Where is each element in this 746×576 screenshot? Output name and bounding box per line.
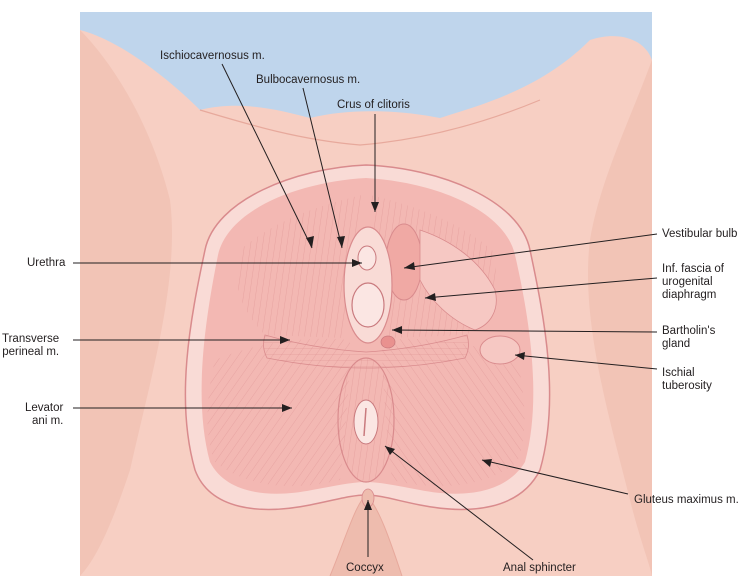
ischial-tuberosity: [480, 336, 520, 364]
label-levator-ani: Levator ani m.: [25, 402, 63, 428]
label-bartholin: Bartholin's gland: [662, 325, 715, 351]
urethral-opening: [358, 246, 376, 270]
label-coccyx: Coccyx: [346, 562, 384, 575]
label-vestibular-bulb: Vestibular bulb: [662, 228, 737, 241]
label-anal-sphincter: Anal sphincter: [503, 562, 576, 575]
label-urethra: Urethra: [27, 257, 65, 270]
label-transverse-perineal: Transverse perineal m.: [2, 333, 59, 359]
label-inf-fascia: Inf. fascia of urogenital diaphragm: [662, 263, 724, 302]
vaginal-opening: [352, 283, 384, 327]
bartholin-gland: [381, 336, 395, 348]
label-ischial-tuberosity: Ischial tuberosity: [662, 367, 712, 393]
anal-opening: [354, 400, 378, 444]
label-bulbocavernosus: Bulbocavernosus m.: [256, 74, 360, 87]
label-crus-clitoris: Crus of clitoris: [337, 99, 410, 112]
label-gluteus-maximus: Gluteus maximus m.: [634, 494, 739, 507]
label-ischiocavernosus: Ischiocavernosus m.: [160, 50, 265, 63]
